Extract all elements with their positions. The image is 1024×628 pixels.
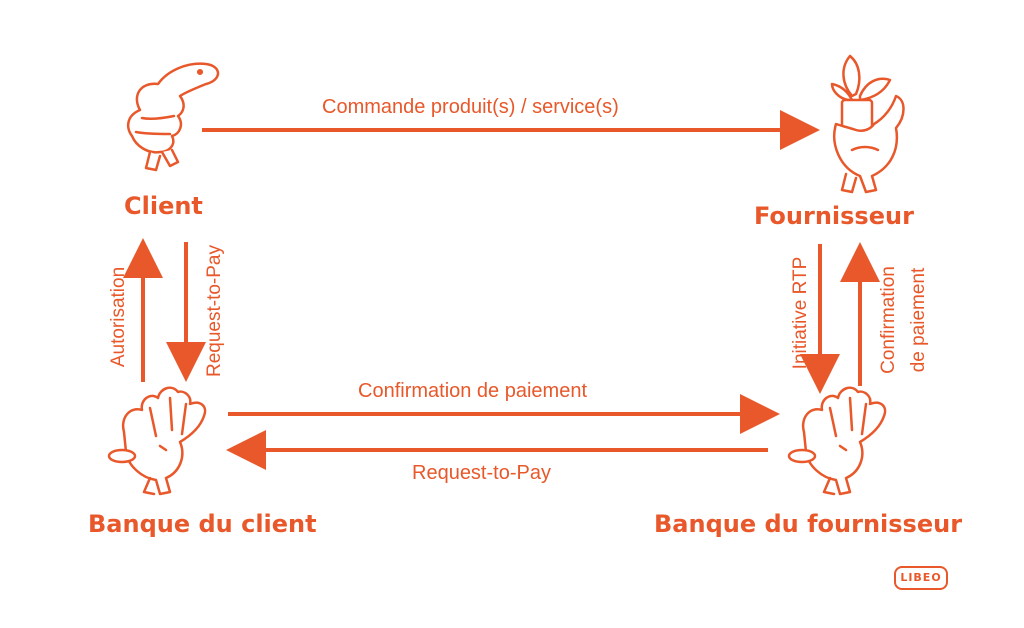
rtp-banks-label: Request-to-Pay <box>412 462 551 484</box>
authorization-label: Autorisation <box>108 266 129 368</box>
waving-hand-with-coin-icon <box>107 386 207 496</box>
rtp-to-client-label: Request-to-Pay <box>204 245 225 378</box>
rtp-initiation-label: Initiative RTP <box>790 256 811 370</box>
payment-confirmation-banks-label: Confirmation de paiement <box>358 380 588 402</box>
payment-confirmation-right-label: Confirmation de paiement <box>874 250 934 390</box>
payment-confirmation-right-line1: Confirmation <box>878 266 899 374</box>
client-label: Client <box>124 192 203 220</box>
supplier-label: Fournisseur <box>754 202 914 230</box>
supplier-bank-label: Banque du fournisseur <box>654 510 963 538</box>
libeo-logo: LIBEO <box>894 566 948 590</box>
hand-holding-plant-icon <box>830 54 905 194</box>
client-bank-label: Banque du client <box>88 510 317 538</box>
order-label: Commande produit(s) / service(s) <box>322 96 619 118</box>
thumbs-up-hand-icon <box>126 62 220 172</box>
waving-hand-with-coin-icon <box>787 386 887 496</box>
payment-confirmation-right-line2: de paiement <box>908 267 929 373</box>
